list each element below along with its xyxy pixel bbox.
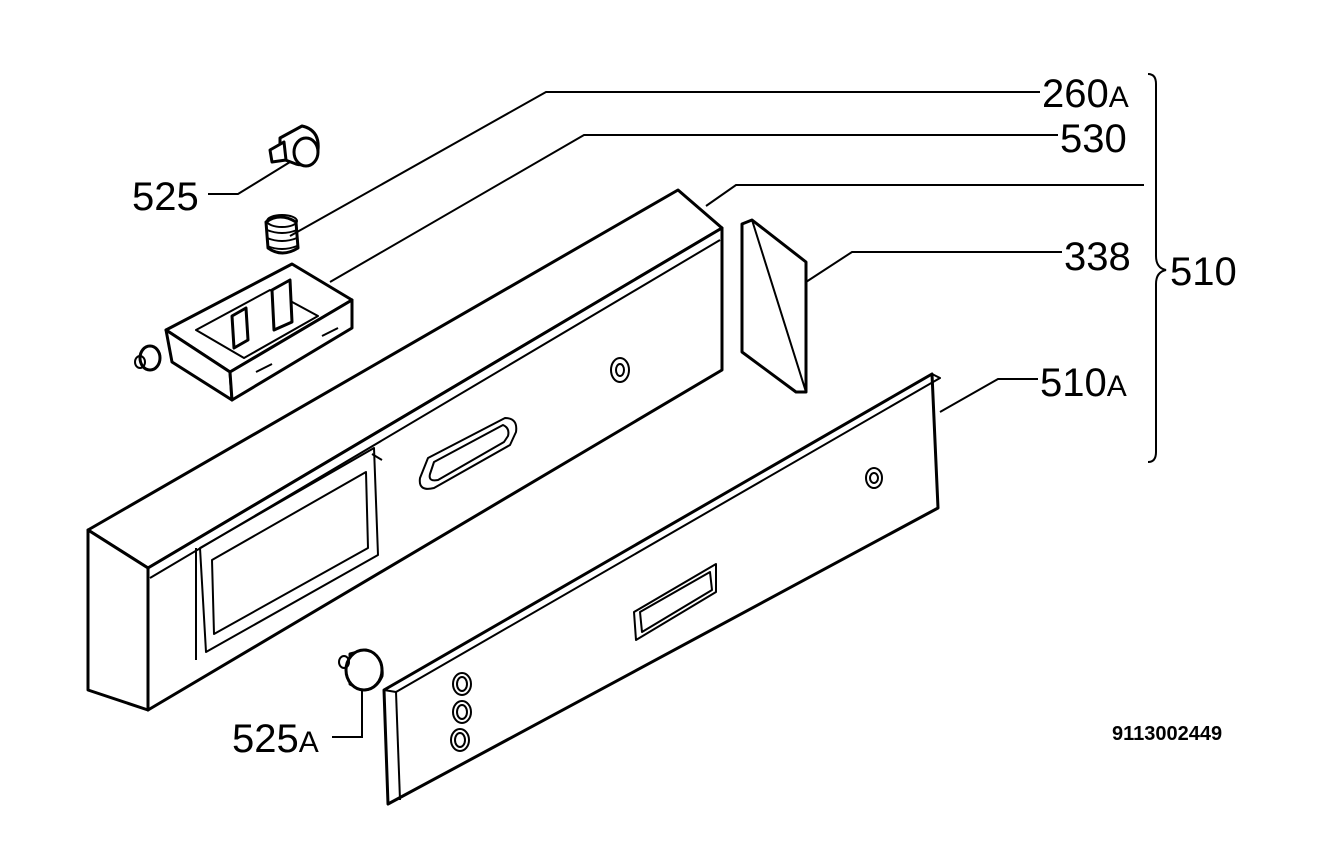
label-510a-suffix: A xyxy=(1107,370,1127,403)
label-338-number: 338 xyxy=(1064,235,1131,279)
label-510a: 510A xyxy=(1040,361,1127,405)
label-510-number: 510 xyxy=(1170,250,1237,294)
label-525-number: 525 xyxy=(132,175,199,219)
label-260a: 260A xyxy=(1042,72,1129,116)
panel-window xyxy=(633,563,717,641)
bracket-530 xyxy=(134,262,354,402)
label-525a-number: 525 xyxy=(232,717,299,761)
housing-hole xyxy=(610,357,630,383)
label-525a: 525A xyxy=(232,717,319,761)
indicator-holes xyxy=(450,672,472,752)
spring-260a xyxy=(264,214,300,255)
seal-338 xyxy=(740,218,808,394)
front-panel-510a xyxy=(382,372,941,806)
push-button-525 xyxy=(268,124,320,168)
control-panel-housing xyxy=(86,188,724,712)
leader-lines xyxy=(208,73,1167,738)
label-260a-number: 260 xyxy=(1042,72,1109,116)
label-525: 525 xyxy=(132,175,199,219)
label-525a-suffix: A xyxy=(299,726,319,759)
label-510a-number: 510 xyxy=(1040,361,1107,405)
knob-525a xyxy=(338,648,384,692)
label-530: 530 xyxy=(1060,117,1127,161)
label-338: 338 xyxy=(1064,235,1131,279)
label-510: 510 xyxy=(1170,250,1237,294)
label-530-number: 530 xyxy=(1060,117,1127,161)
label-260a-suffix: A xyxy=(1109,81,1129,114)
program-slot xyxy=(418,417,518,490)
panel-hole xyxy=(865,467,883,489)
drawing-code: 9113002449 xyxy=(1112,723,1222,745)
